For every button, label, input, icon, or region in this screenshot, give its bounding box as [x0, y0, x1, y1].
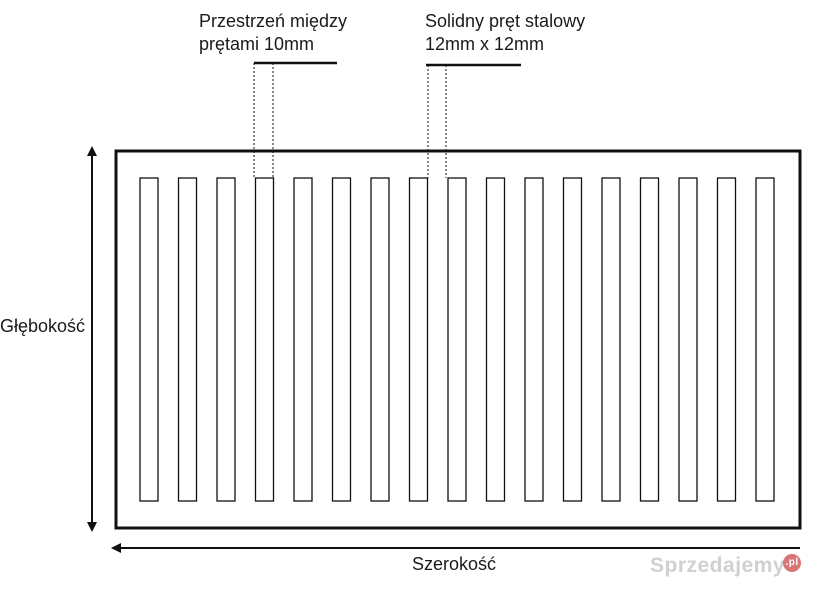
- steel-bar: [678, 177, 698, 502]
- spacing-label-line2: prętami 10mm: [199, 34, 315, 54]
- steel-bar: [254, 177, 275, 502]
- steel-bar: [216, 177, 236, 502]
- bar-label-line1: Solidny pręt stalowy: [425, 11, 586, 31]
- steel-bar: [601, 177, 621, 502]
- bars-group: [139, 177, 775, 502]
- steel-bar: [485, 177, 506, 502]
- steel-bar: [370, 177, 390, 502]
- watermark-text: Sprzedajemy: [650, 554, 786, 577]
- watermark-logo: Sprzedajemy.pl: [650, 554, 802, 578]
- steel-bar: [716, 177, 737, 502]
- depth-label: Głębokość: [0, 316, 86, 336]
- steel-bar: [139, 177, 159, 502]
- steel-bar: [447, 177, 467, 502]
- steel-bar: [331, 177, 352, 502]
- steel-bar: [177, 177, 198, 502]
- width-label: Szerokość: [412, 554, 497, 574]
- steel-bar: [524, 177, 544, 502]
- bar-callout: [426, 63, 521, 178]
- steel-bar: [408, 177, 429, 502]
- steel-bar: [755, 177, 775, 502]
- bar-label-line2: 12mm x 12mm: [425, 34, 545, 54]
- steel-bar: [293, 177, 313, 502]
- grate-frame: [114, 149, 802, 530]
- steel-bar: [639, 177, 660, 502]
- steel-bar: [562, 177, 583, 502]
- spacing-label-line1: Przestrzeń między: [199, 11, 348, 31]
- spacing-label: Przestrzeń między prętami 10mm: [199, 10, 347, 56]
- spacing-callout: [253, 61, 337, 178]
- bar-label: Solidny pręt stalowy 12mm x 12mm: [425, 10, 585, 56]
- watermark-tld-badge: .pl: [783, 554, 802, 572]
